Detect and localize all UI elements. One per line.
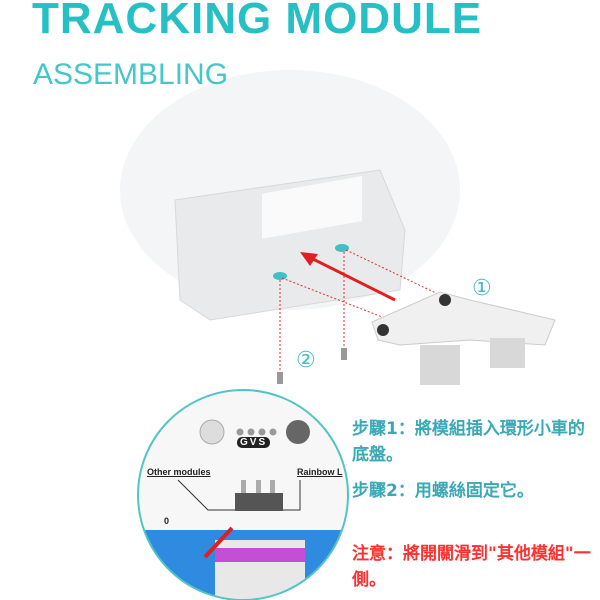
inset-border	[137, 389, 349, 600]
label-zero: 0	[164, 516, 170, 526]
switch-inset	[138, 390, 348, 600]
step-2-text: 步驟2：用螺絲固定它。	[352, 481, 534, 501]
label-rainbow: Rainbow L	[297, 467, 343, 477]
align-guide	[345, 249, 441, 296]
insert-arrow-head	[300, 252, 318, 266]
mount-hole-right	[335, 244, 349, 252]
pin-labels: GVS	[237, 437, 271, 448]
switch-arrow	[203, 526, 234, 559]
slide-switch	[235, 493, 283, 511]
module-hole	[377, 324, 389, 336]
module-hole	[439, 294, 451, 306]
chassis-slot	[262, 176, 362, 239]
callout-two: ②	[296, 348, 316, 373]
step-1-text: 步驟1：將模組插入環形小車的底盤。	[352, 419, 585, 465]
screw-icon	[277, 372, 283, 384]
module-sensor	[420, 345, 460, 385]
page-subtitle: ASSEMBLING	[33, 58, 229, 91]
screw-icon	[341, 348, 347, 360]
warning-note: 注意：將開關滑到"其他模組"一側。	[352, 544, 591, 590]
insert-arrow	[304, 253, 396, 302]
tracking-module	[371, 291, 556, 346]
module-sensor	[490, 338, 525, 368]
page-title: TRACKING MODULE	[32, 0, 483, 43]
mount-hole-left	[273, 272, 287, 280]
label-other-modules: Other modules	[147, 467, 211, 477]
callout-one: ①	[472, 276, 492, 301]
align-guide	[281, 277, 391, 321]
